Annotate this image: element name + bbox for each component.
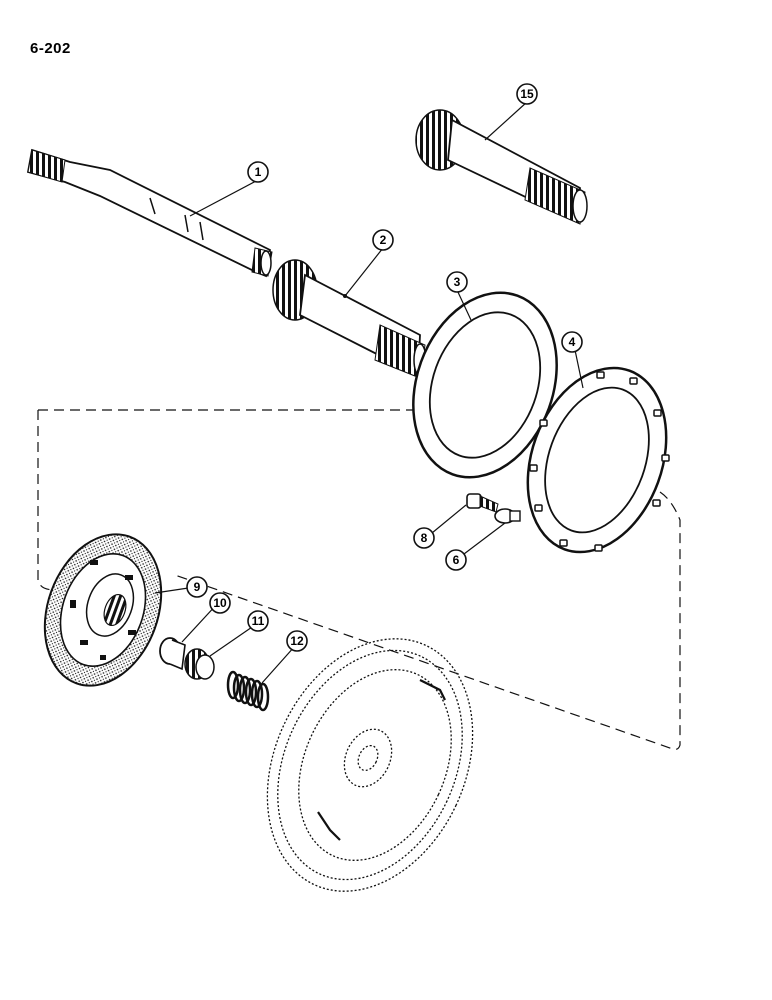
callout-1-label: 1 [255, 165, 262, 179]
callout-12: 12 [286, 630, 308, 652]
callout-15-label: 15 [520, 87, 534, 101]
callout-6-label: 6 [453, 553, 460, 567]
callout-2: 2 [372, 229, 394, 251]
hub-part [184, 648, 215, 680]
callout-12-label: 12 [290, 634, 304, 648]
callout-4: 4 [561, 331, 583, 353]
flywheel-part [266, 638, 474, 892]
shaft-part [26, 148, 273, 278]
leader-lines [154, 101, 584, 684]
callout-4-label: 4 [569, 335, 576, 349]
bearing-part [159, 637, 186, 671]
gear-shaft-part [415, 109, 588, 225]
callout-3-label: 3 [454, 275, 461, 289]
callout-9-label: 9 [194, 580, 201, 594]
pin-part [494, 508, 521, 524]
callout-8: 8 [413, 527, 435, 549]
clutch-disc-part [43, 533, 163, 687]
callout-2-label: 2 [380, 233, 387, 247]
callout-9: 9 [186, 576, 208, 598]
callout-3: 3 [446, 271, 468, 293]
hollow-shaft-part [272, 259, 427, 379]
callout-6: 6 [445, 549, 467, 571]
callout-10-label: 10 [213, 596, 227, 610]
plate-part [412, 291, 558, 479]
bolt-part [466, 493, 499, 513]
callout-1: 1 [247, 161, 269, 183]
callout-11: 11 [247, 610, 269, 632]
callout-8-label: 8 [421, 531, 428, 545]
spring-part [226, 670, 270, 712]
callout-15: 15 [516, 83, 538, 105]
callout-10: 10 [209, 592, 231, 614]
callout-11-label: 11 [252, 614, 265, 628]
page-number: 6-202 [30, 40, 71, 57]
assembly-dashed-outline [37, 409, 681, 751]
separator-plate-part [526, 366, 670, 554]
